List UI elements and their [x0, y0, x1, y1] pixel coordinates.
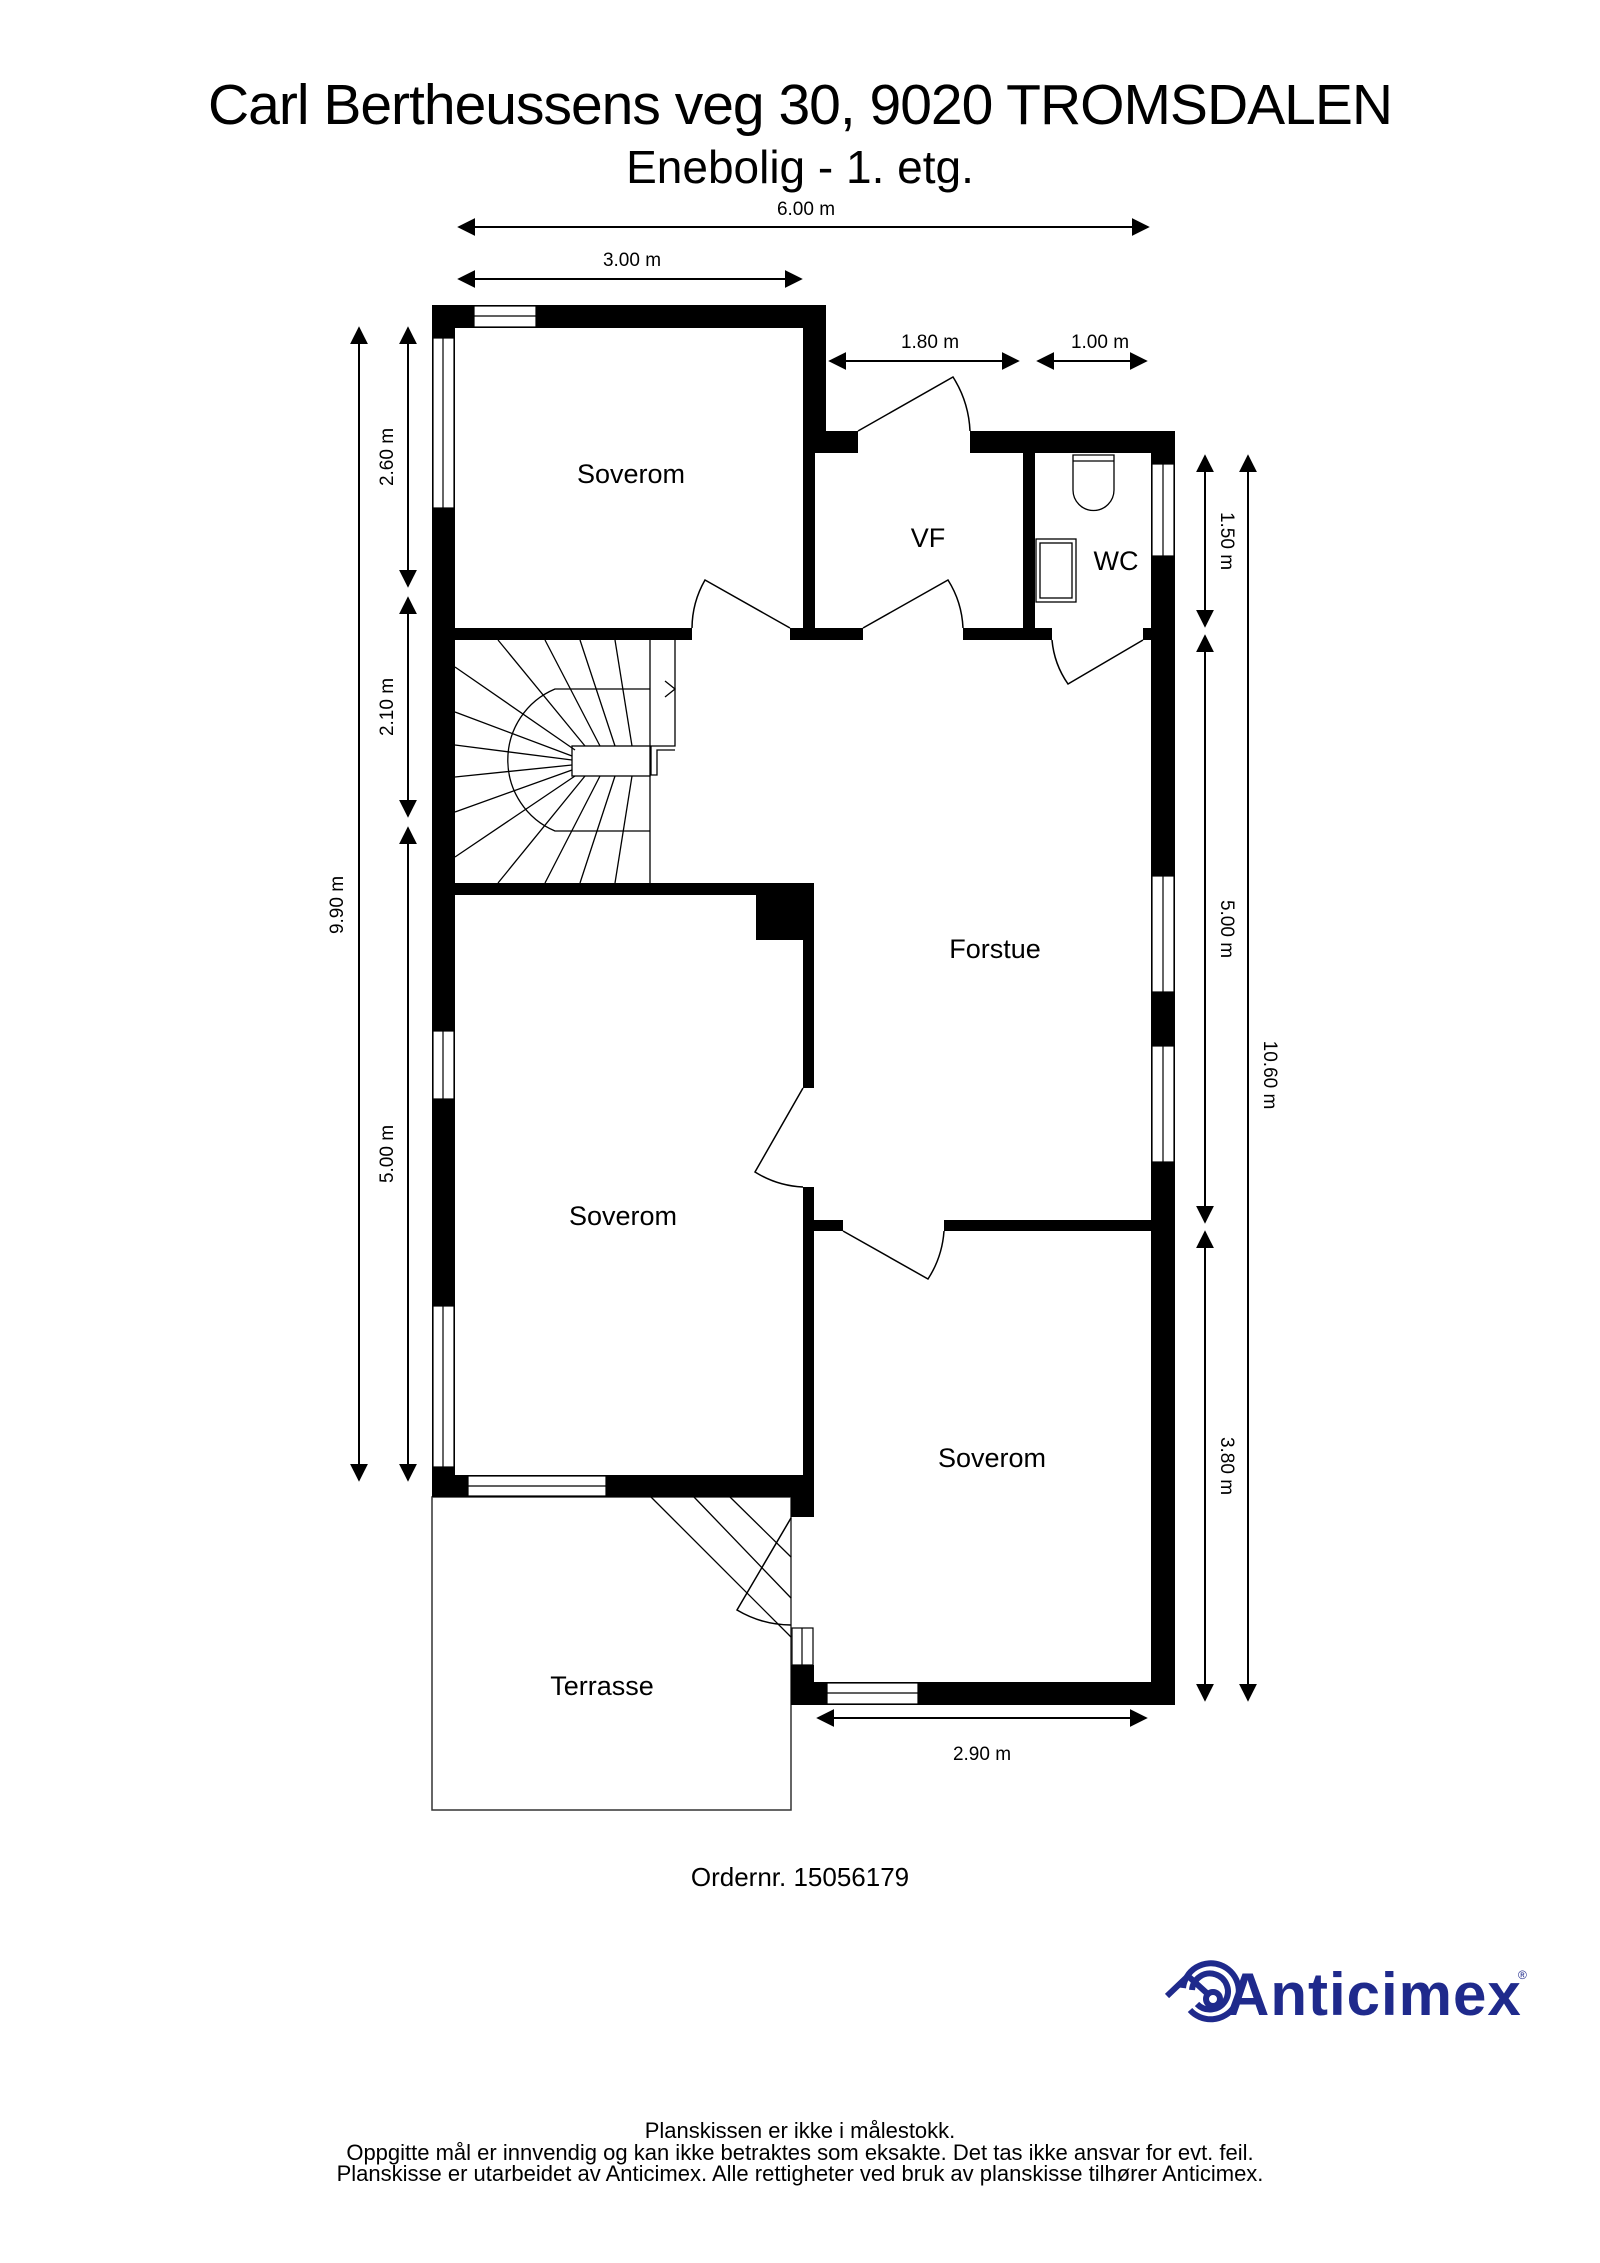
- dim-left-upper: 2.60 m: [377, 428, 398, 486]
- room-label-soverom-left: Soverom: [569, 1201, 677, 1231]
- dim-left-stairs: 2.10 m: [377, 678, 398, 736]
- terrasse-outline: [431, 1496, 792, 1811]
- room-label-vf: VF: [911, 523, 946, 553]
- room-label-soverom-lower: Soverom: [938, 1443, 1046, 1473]
- dim-left-total: 9.90 m: [327, 876, 348, 934]
- room-label-forstue: Forstue: [949, 934, 1041, 964]
- room-label-soverom-upper: Soverom: [577, 459, 685, 489]
- page-subtitle: Enebolig - 1. etg.: [626, 141, 974, 193]
- dim-left-lower: 5.00 m: [377, 1125, 398, 1183]
- dim-right-lower: 3.80 m: [1216, 1437, 1237, 1495]
- anticimex-logo: Anticimex ®: [1160, 1960, 1530, 2030]
- windows: [432, 305, 1175, 1705]
- footer-disclaimer-3: Planskisse er utarbeidet av Anticimex. A…: [336, 2161, 1264, 2186]
- page-title: Carl Bertheussens veg 30, 9020 TROMSDALE…: [207, 73, 1393, 137]
- staircase: [454, 639, 677, 884]
- wc-fixtures: [1035, 454, 1115, 603]
- order-number: Ordernr. 15056179: [690, 1862, 910, 1892]
- dim-right-total: 10.60 m: [1259, 1041, 1280, 1110]
- dim-right-forstue: 5.00 m: [1216, 900, 1237, 958]
- doors: [691, 375, 1144, 1626]
- dim-right-wc: 1.50 m: [1216, 512, 1237, 570]
- outside-steps: [650, 1496, 792, 1638]
- dim-top-vf: 1.80 m: [901, 332, 959, 353]
- room-labels: Soverom VF WC Forstue Soverom Soverom Te…: [550, 459, 1138, 1701]
- dim-top-wc: 1.00 m: [1071, 332, 1129, 353]
- dim-bottom: 2.90 m: [953, 1744, 1011, 1765]
- room-label-wc: WC: [1094, 546, 1139, 576]
- anticimex-logo-icon: [1164, 1960, 1242, 2023]
- logo-wordmark: Anticimex: [1226, 1961, 1522, 2028]
- toilet-icon: [1072, 454, 1115, 512]
- logo-registered-mark: ®: [1518, 1968, 1527, 1982]
- dim-top-left: 3.00 m: [603, 250, 661, 271]
- dimension-lines: [350, 218, 1257, 1727]
- footer-disclaimer-1: Planskissen er ikke i målestokk.: [644, 2118, 956, 2143]
- dimension-labels: 6.00 m 3.00 m 1.80 m 1.00 m 2.90 m 9.90 …: [327, 199, 1280, 1765]
- room-label-terrasse: Terrasse: [550, 1671, 654, 1701]
- dim-top-total: 6.00 m: [777, 199, 835, 220]
- footer-disclaimer-2: Oppgitte mål er innvendig og kan ikke be…: [346, 2140, 1254, 2165]
